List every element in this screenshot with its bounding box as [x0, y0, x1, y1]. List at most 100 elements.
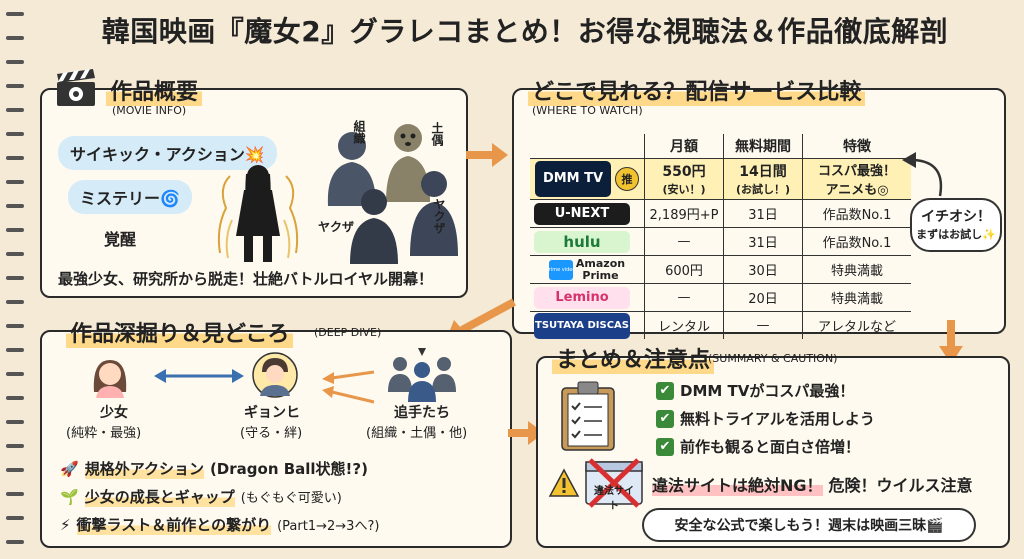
amazon-monthly: 600円: [644, 255, 724, 284]
closing-message-text: 安全な公式で楽しもう！週末は映画三昧🎬: [674, 518, 944, 534]
notebook-spiral: [0, 0, 30, 559]
checkbox-icon: ✔: [656, 409, 674, 428]
hulu-feature: 作品数No.1: [802, 227, 911, 256]
character-gyeonghee-desc: (守る・絆): [240, 426, 303, 441]
tsutaya-monthly: レンタル: [644, 311, 724, 339]
spiral-ring: [6, 420, 24, 424]
unext-monthly: 2,189円+P: [644, 199, 724, 228]
character-girl-name: 少女: [100, 405, 128, 421]
summary-check-3: ✔ 前作も観ると面白さ倍増！: [656, 436, 860, 457]
spiral-ring: [6, 468, 24, 472]
villains-illustration: [312, 116, 462, 266]
girl-avatar: [88, 354, 132, 398]
spiral-ring: [6, 252, 24, 256]
sprout-icon: 🌱: [60, 487, 79, 506]
relationship-double-arrow: [154, 369, 244, 383]
genre-tag-mystery: ミステリー🌀: [68, 180, 192, 214]
hulu-trial: 31日: [723, 227, 803, 256]
arrow-watch-to-summary: [939, 320, 963, 364]
where-to-watch-title: どこで見れる？配信サービス比較: [528, 74, 866, 106]
summary-check-3-text: 前作も観ると面白さ倍増！: [680, 438, 861, 456]
genre-tag-psychic: サイキック・アクション💥: [58, 136, 277, 170]
spiral-ring: [6, 132, 24, 136]
highlight-action-main: 規格外アクション: [84, 458, 204, 479]
amazon-prime-logo: Amazon Prime: [575, 256, 626, 282]
summary-check-1: ✔ DMM TVがコスパ最強！: [656, 380, 854, 401]
illegal-site-sign-text: 違法サイト: [594, 486, 634, 512]
highlight-action-note: (Dragon Ball状態!?): [209, 460, 368, 478]
deep-dive-panel: 作品深掘り＆見どころ (DEEP DIVE) 少女 (純粋・最強) ギョンヒ (…: [40, 316, 512, 548]
tsutaya-logo: TSUTAYA DISCAS: [534, 312, 630, 339]
label-organization: 組織: [352, 120, 366, 144]
unext-feature: 作品数No.1: [802, 199, 911, 228]
dmm-tv-logo: DMM TV: [535, 161, 611, 197]
spiral-ring: [6, 84, 24, 88]
service-comparison-table: 月額 無料期間 特徴 DMM TV 推 550円(安い！) 14日間(お試し！)…: [530, 134, 911, 339]
spiral-ring: [6, 180, 24, 184]
where-to-watch-subtitle: (WHERE TO WATCH): [532, 104, 643, 117]
deep-dive-subtitle: (DEEP DIVE): [314, 326, 382, 339]
spiral-ring: [6, 60, 24, 64]
dmm-trial-note: (お試し！): [735, 183, 791, 196]
table-row-lemino: Lemino — 20日 特典満載: [530, 283, 911, 312]
character-girl-desc: (純粋・最強): [66, 426, 142, 441]
summary-subtitle: (SUMMARY & CAUTION): [708, 352, 838, 365]
spiral-ring: [6, 300, 24, 304]
spiral-ring: [6, 204, 24, 208]
gyeonghee-avatar: [252, 352, 298, 398]
spiral-ring: [6, 348, 24, 352]
pursuers-arrows: [322, 370, 375, 404]
highlight-ending: ⚡ 衝撃ラスト＆前作との繋がり (Part1→2→3へ?): [60, 514, 379, 535]
synopsis-text: 最強少女、研究所から脱走！壮絶バトルロイヤル開幕！: [58, 270, 434, 288]
table-row-tsutaya: TSUTAYA DISCAS レンタル — アレタルなど: [530, 311, 911, 339]
warning-line: 違法サイトは絶対NG！ 危険！ウイルス注意: [652, 472, 973, 496]
spiral-ring: [6, 324, 24, 328]
summary-panel: まとめ＆注意点 (SUMMARY & CAUTION) ✔ DMM TVがコスパ…: [536, 342, 1010, 548]
where-to-watch-panel: どこで見れる？配信サービス比較 (WHERE TO WATCH) 月額 無料期間…: [512, 74, 1006, 339]
clapperboard-icon: [54, 68, 98, 108]
table-row-amazon: prime video Amazon Prime 600円 30日 特典満載: [530, 255, 911, 284]
lightning-icon: ⚡: [60, 515, 71, 534]
checkbox-icon: ✔: [656, 381, 674, 400]
prime-video-icon: prime video: [546, 259, 575, 280]
unext-trial: 31日: [723, 199, 803, 228]
hulu-logo: hulu: [534, 230, 630, 253]
header-monthly: 月額: [644, 134, 724, 159]
tsutaya-trial: —: [723, 311, 803, 339]
lemino-feature: 特典満載: [802, 283, 911, 312]
rocket-icon: 🚀: [60, 459, 79, 478]
spiral-ring: [6, 12, 24, 16]
girl-silhouette-illustration: [210, 158, 306, 264]
table-row-hulu: hulu — 31日 作品数No.1: [530, 227, 911, 256]
amazon-feature: 特典満載: [802, 255, 911, 284]
tsutaya-feature: アレタルなど: [802, 311, 911, 339]
amazon-trial: 30日: [723, 255, 803, 284]
spiral-ring: [6, 444, 24, 448]
lemino-monthly: —: [644, 283, 724, 312]
table-row-unext: U-NEXT 2,189円+P 31日 作品数No.1: [530, 199, 911, 228]
highlight-ending-note: (Part1→2→3へ?): [277, 519, 380, 534]
recommend-callout-bubble: イチオシ！ まずはお試し✨: [910, 198, 1002, 252]
spiral-ring: [6, 228, 24, 232]
spiral-ring: [6, 36, 24, 40]
page-title: 韓国映画『魔女2』グラレコまとめ！お得な視聴法＆作品徹底解剖: [101, 15, 949, 48]
highlight-growth-main: 少女の成長とギャップ: [84, 486, 235, 507]
deep-dive-title: 作品深掘り＆見どころ: [66, 316, 294, 348]
summary-title: まとめ＆注意点: [552, 342, 715, 374]
highlight-growth-note: (もぐもぐ可愛い): [240, 491, 342, 506]
closing-message-bubble: 安全な公式で楽しもう！週末は映画三昧🎬: [642, 508, 976, 542]
movie-info-subtitle: (MOVIE INFO): [112, 104, 187, 117]
recommend-callout-main: イチオシ！: [921, 209, 991, 225]
character-pursuers-desc: (組織・土偶・他): [366, 426, 468, 441]
dmm-monthly: 550円: [662, 164, 706, 180]
checkbox-icon: ✔: [656, 437, 674, 456]
unext-logo: U-NEXT: [534, 202, 630, 225]
dmm-feature-note: アニメも◎: [825, 183, 889, 198]
warning-triangle-icon: [548, 468, 580, 498]
spiral-ring: [6, 396, 24, 400]
genre-tag-awakening: 覚醒: [104, 230, 137, 249]
callout-curved-arrow-icon: [902, 152, 943, 197]
label-yakuza-1: ヤクザ: [318, 220, 355, 234]
summary-check-2: ✔ 無料トライアルを活用しよう: [656, 408, 875, 429]
summary-check-1-text: DMM TVがコスパ最強！: [680, 382, 855, 400]
